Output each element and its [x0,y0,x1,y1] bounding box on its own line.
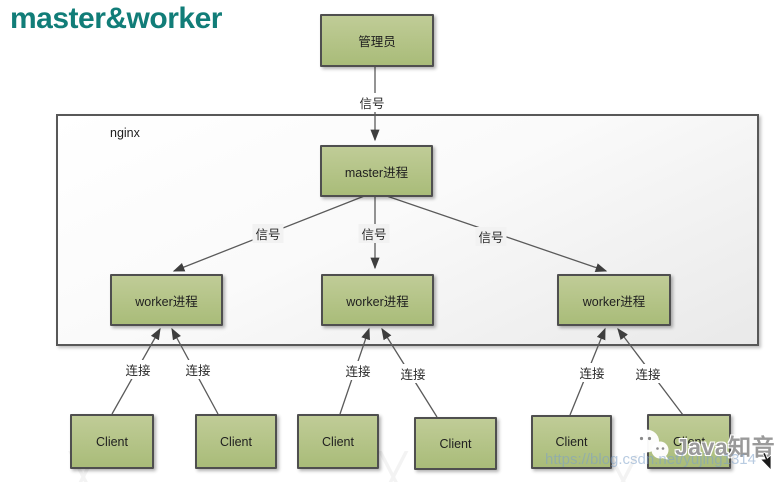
node-admin-label: 管理员 [358,35,396,49]
edge-label-connect-5: 连接 [576,363,608,382]
node-client-1: Client [70,414,154,469]
node-client-label: Client [96,434,128,449]
node-worker-1: worker进程 [110,274,223,326]
node-worker-3: worker进程 [557,274,671,326]
ghost-watermark-x: ╳ [610,457,637,482]
node-client-label: Client [322,434,354,449]
url-watermark: https://blog.csdn.net/yujing1314 [545,451,756,468]
edge-label-signal-left: 信号 [252,224,284,243]
node-worker-label: worker进程 [135,294,198,309]
node-client-3: Client [297,414,379,469]
page-title: master&worker [10,2,222,35]
node-worker-label: worker进程 [582,294,646,309]
edge-label-signal-right: 信号 [475,227,507,246]
ghost-watermark-x: ╳ [380,453,407,482]
node-admin: 管理员 [320,14,434,67]
node-worker-label: worker进程 [346,294,409,309]
node-client-label: Client [439,436,472,451]
node-worker-2: worker进程 [321,274,434,326]
node-client-5: Client [531,415,612,469]
wechat-icon [633,429,669,460]
nginx-container-label: nginx [110,126,140,140]
node-master-label: master进程 [344,165,409,180]
edge-label-connect-4: 连接 [397,364,429,383]
node-client-label: Client [220,434,252,449]
node-client-label: Client [555,435,588,449]
edge-label-connect-2: 连接 [182,360,214,379]
node-client-label: Client [673,434,705,449]
edge-label-connect-3: 连接 [342,361,374,380]
edge-label-signal-top: 信号 [356,93,388,112]
node-client-4: Client [414,417,497,470]
edge-label-connect-6: 连接 [632,364,664,383]
edge-label-signal-middle: 信号 [358,224,390,243]
mouse-cursor-icon [760,451,772,471]
node-client-2: Client [195,414,277,469]
brand-watermark: Java知音 [630,426,775,464]
brand-watermark-text: Java知音 [675,434,776,460]
edge-label-connect-1: 连接 [122,360,154,379]
node-master: master进程 [320,145,433,197]
node-client-6: Client [647,414,731,469]
